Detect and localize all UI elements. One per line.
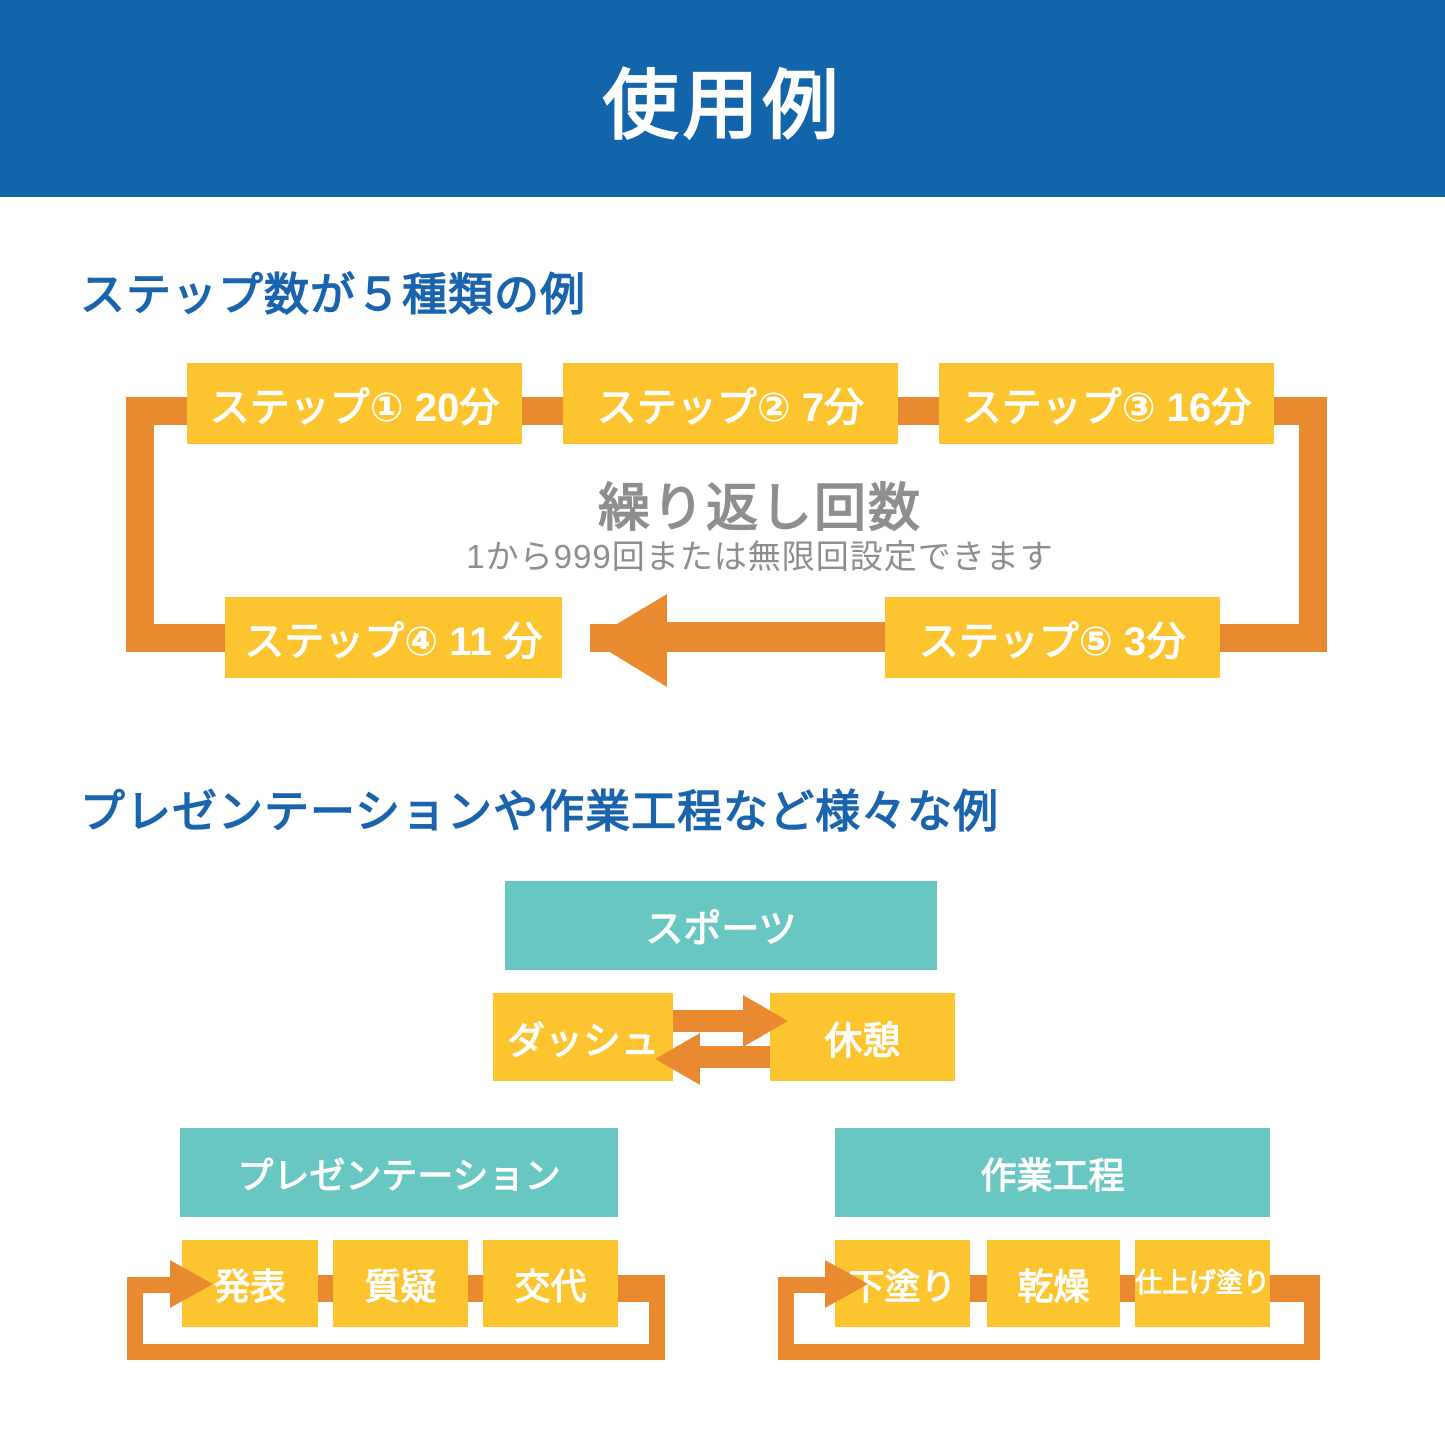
process-loop-arrow-icon [825, 1260, 868, 1308]
presentation-category-box: プレゼンテーション [180, 1128, 618, 1217]
step1-box: ステップ① 20分 [187, 363, 522, 444]
right-arrow-icon [743, 995, 788, 1047]
kotai-box: 交代 [483, 1240, 618, 1327]
section1-title: ステップ数が５種類の例 [80, 269, 587, 320]
process-loop-right [1304, 1275, 1320, 1360]
presentation-loop-left [127, 1277, 143, 1360]
left-arrow-small-icon [655, 1033, 700, 1085]
sports-category-box: スポーツ [505, 881, 937, 970]
process-category-box: 作業工程 [835, 1128, 1270, 1217]
presentation-loop-bottom [127, 1344, 665, 1360]
kanso-box: 乾燥 [987, 1240, 1120, 1327]
left-arrow-small-shaft [700, 1046, 770, 1068]
shiagenuri-box: 仕上げ塗り [1135, 1240, 1270, 1327]
rest-box: 休憩 [770, 993, 955, 1081]
step2-box: ステップ② 7分 [563, 363, 898, 444]
repeat-count-subtitle: 1から999回または無限回設定できます [466, 538, 1054, 575]
left-arrow-shaft [667, 622, 885, 652]
step3-box: ステップ③ 16分 [939, 363, 1274, 444]
shitsugi-box: 質疑 [333, 1240, 468, 1327]
page-title: 使用例 [602, 63, 843, 149]
step5-box: ステップ⑤ 3分 [885, 597, 1220, 678]
presentation-loop-arrow-icon [170, 1260, 213, 1308]
step4-box: ステップ④ 11 分 [225, 597, 562, 678]
process-loop-left [778, 1277, 794, 1360]
loop-gap [562, 614, 590, 660]
dash-box: ダッシュ [493, 993, 673, 1081]
shitanuri-box: 下塗り [835, 1240, 970, 1327]
right-arrow-shaft [673, 1010, 743, 1032]
header-banner: 使用例 [0, 0, 1445, 197]
left-arrow-icon [590, 594, 667, 687]
presentation-loop-right [649, 1275, 665, 1360]
section2-title: プレゼンテーションや作業工程など様々な例 [80, 786, 1000, 837]
process-loop-bottom [778, 1344, 1320, 1360]
repeat-count-title: 繰り返し回数 [597, 480, 922, 538]
